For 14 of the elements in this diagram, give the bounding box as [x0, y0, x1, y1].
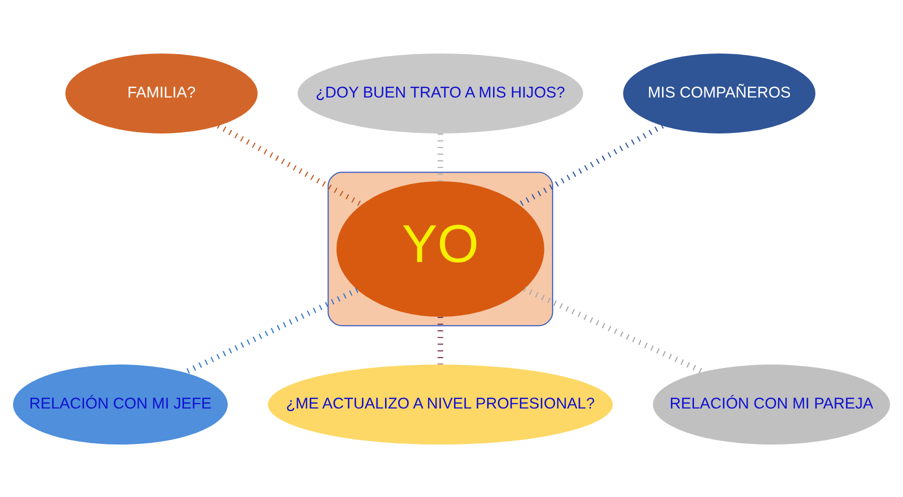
- connector: [523, 286, 704, 374]
- node-ellipse: RELACIÓN CON MI PAREJA: [652, 364, 890, 444]
- node-ellipse: MIS COMPAÑEROS: [623, 52, 816, 133]
- node-ellipse: RELACIÓN CON MI JEFE: [13, 364, 228, 444]
- connector: [518, 122, 664, 206]
- connector: [216, 122, 363, 206]
- connector: [184, 287, 358, 374]
- connector: [438, 133, 444, 181]
- cluster: [328, 171, 554, 326]
- node-ellipse: FAMILIA?: [65, 52, 258, 133]
- node-ellipse: ¿DOY BUEN TRATO A MIS HIJOS?: [298, 52, 584, 133]
- node-ellipse: YO: [336, 180, 544, 316]
- connector: [438, 316, 444, 364]
- node-ellipse: ¿ME ACTUALIZO A NIVEL PROFESIONAL?: [268, 364, 613, 444]
